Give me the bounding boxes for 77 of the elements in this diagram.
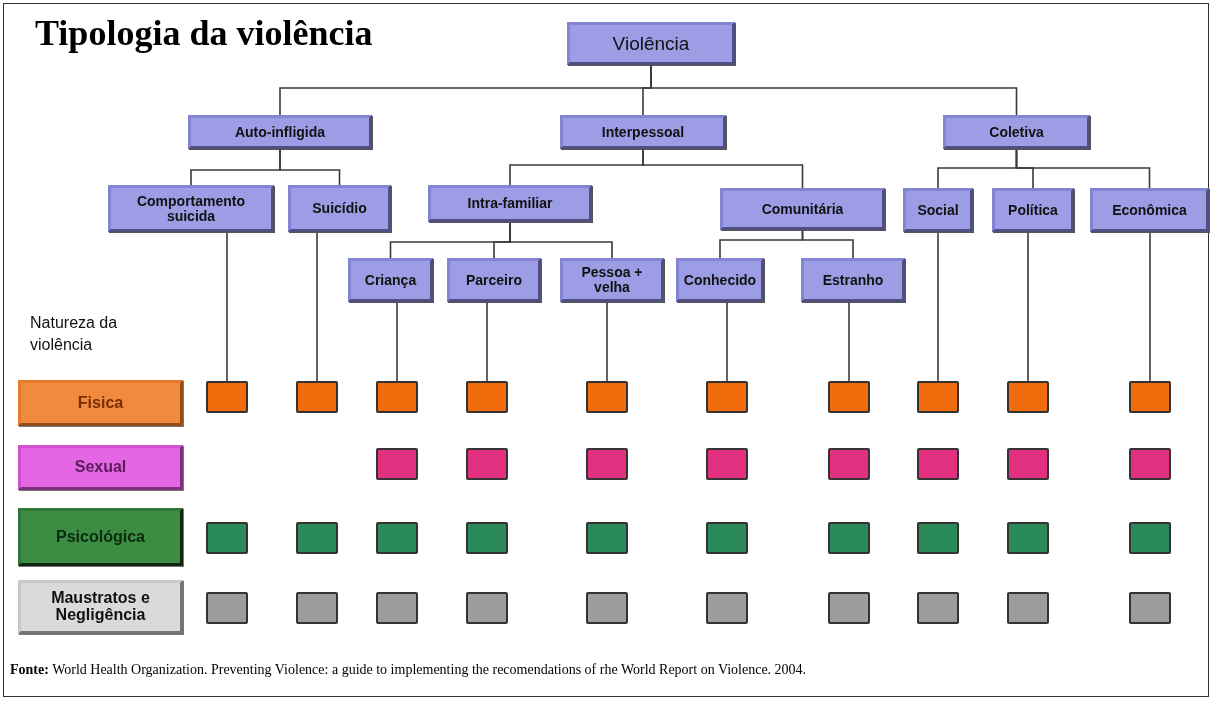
marker-square bbox=[1007, 448, 1049, 480]
marker-square bbox=[206, 592, 248, 624]
marker-square bbox=[828, 381, 870, 413]
marker-square bbox=[376, 592, 418, 624]
category-box: Coletiva bbox=[943, 115, 1090, 149]
marker-square bbox=[466, 522, 508, 554]
connector-line bbox=[801, 229, 854, 259]
violence-type-box: Psicológica bbox=[18, 508, 183, 566]
marker-square bbox=[586, 448, 628, 480]
marker-square bbox=[466, 592, 508, 624]
category-box: Violência bbox=[567, 22, 735, 65]
marker-square bbox=[376, 381, 418, 413]
category-box: Criança bbox=[348, 258, 433, 302]
marker-square bbox=[206, 381, 248, 413]
source-note: Fonte: World Health Organization. Preventing Violence: a guide to implementing the recomendations of rhe World Report on Violence. 2004. bbox=[10, 662, 808, 679]
marker-square bbox=[466, 381, 508, 413]
marker-square bbox=[917, 448, 959, 480]
category-box: Econômica bbox=[1090, 188, 1209, 232]
marker-square bbox=[1129, 381, 1171, 413]
connector-line bbox=[848, 301, 850, 382]
marker-square bbox=[376, 522, 418, 554]
connector-line bbox=[226, 231, 228, 382]
category-box: Conhecido bbox=[676, 258, 764, 302]
marker-square bbox=[586, 381, 628, 413]
connector-line bbox=[509, 221, 613, 259]
connector-line bbox=[396, 301, 398, 382]
marker-square bbox=[828, 522, 870, 554]
marker-square bbox=[706, 381, 748, 413]
marker-square bbox=[706, 522, 748, 554]
marker-square bbox=[1129, 592, 1171, 624]
connector-line bbox=[650, 64, 1018, 116]
category-box: Parceiro bbox=[447, 258, 541, 302]
marker-square bbox=[828, 592, 870, 624]
category-box: Intra-familiar bbox=[428, 185, 592, 222]
marker-square bbox=[1129, 448, 1171, 480]
marker-square bbox=[1129, 522, 1171, 554]
connector-line bbox=[316, 231, 318, 382]
connector-line bbox=[1027, 231, 1029, 382]
connector-line bbox=[726, 301, 728, 382]
category-box: Pessoa + velha bbox=[560, 258, 664, 302]
marker-square bbox=[917, 381, 959, 413]
category-box: Suicídio bbox=[288, 185, 391, 232]
marker-square bbox=[296, 381, 338, 413]
marker-square bbox=[376, 448, 418, 480]
marker-square bbox=[1007, 522, 1049, 554]
category-box: Social bbox=[903, 188, 973, 232]
category-box: Comunitária bbox=[720, 188, 885, 230]
connector-line bbox=[1015, 148, 1151, 189]
category-box: Estranho bbox=[801, 258, 905, 302]
category-box: Interpessoal bbox=[560, 115, 726, 149]
category-box: Comportamento suicida bbox=[108, 185, 274, 232]
violence-type-box: Maustratos e Negligência bbox=[18, 580, 183, 634]
violence-type-box: Sexual bbox=[18, 445, 183, 490]
marker-square bbox=[706, 592, 748, 624]
marker-square bbox=[466, 448, 508, 480]
marker-square bbox=[917, 592, 959, 624]
connector-line bbox=[1149, 231, 1151, 382]
marker-square bbox=[206, 522, 248, 554]
marker-square bbox=[1007, 592, 1049, 624]
marker-square bbox=[586, 522, 628, 554]
connector-line bbox=[642, 148, 804, 189]
marker-square bbox=[917, 522, 959, 554]
marker-square bbox=[1007, 381, 1049, 413]
marker-square bbox=[296, 522, 338, 554]
connector-line bbox=[937, 231, 939, 382]
connector-line bbox=[279, 148, 341, 186]
category-box: Política bbox=[992, 188, 1074, 232]
connector-line bbox=[486, 301, 488, 382]
violence-type-box: Fisica bbox=[18, 380, 183, 426]
marker-square bbox=[706, 448, 748, 480]
marker-square bbox=[586, 592, 628, 624]
marker-square bbox=[296, 592, 338, 624]
connector-line bbox=[606, 301, 608, 382]
category-box: Auto-infligida bbox=[188, 115, 372, 149]
marker-square bbox=[828, 448, 870, 480]
row-header: Natureza da violência bbox=[30, 313, 119, 355]
diagram-title: Tipologia da violência bbox=[35, 12, 373, 54]
